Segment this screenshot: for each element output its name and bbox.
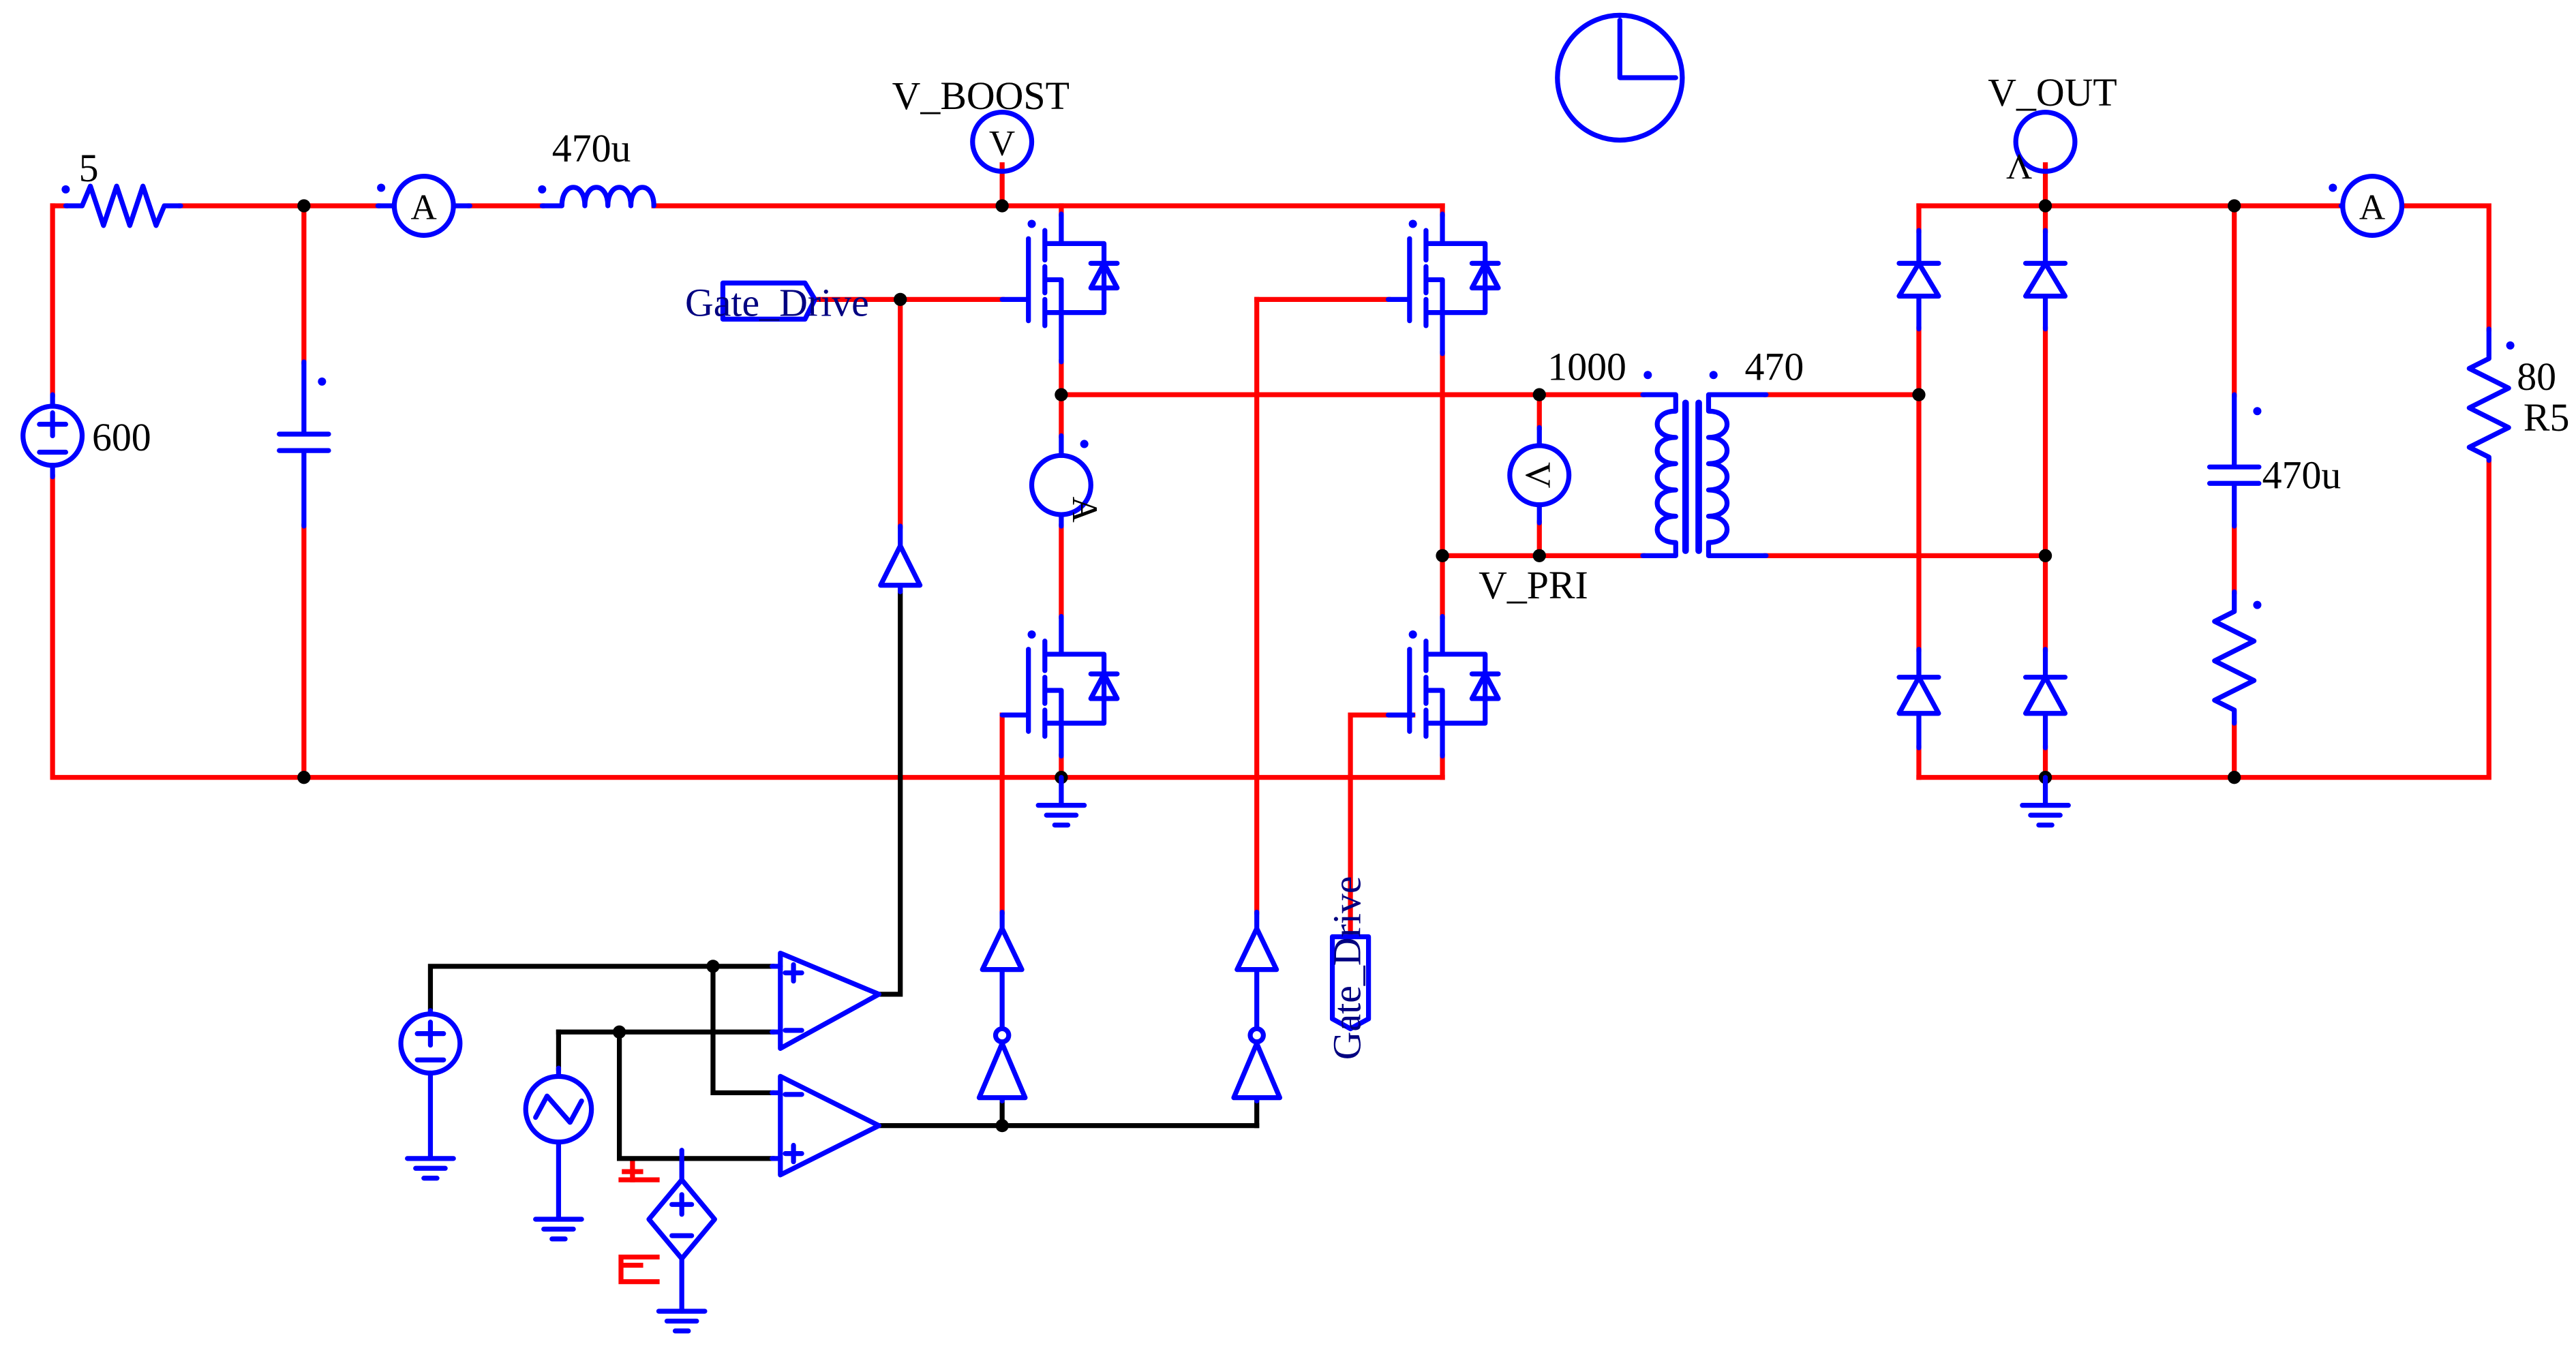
output-capacitor-label: 470u (2262, 453, 2342, 498)
ac-voltage-source-icon (523, 1065, 594, 1222)
clock-icon (1555, 12, 1685, 143)
dc-voltage-source-icon (20, 392, 85, 480)
diode-icon (2023, 228, 2068, 332)
mosfet-icon (1385, 211, 1501, 356)
load-resistor-name: R5 (2524, 395, 2570, 440)
not-gate-icon (976, 1026, 1028, 1104)
comparator-icon (770, 1073, 882, 1178)
bridge-ammeter-label: A (1065, 497, 1104, 523)
buffer-icon (1234, 909, 1279, 1030)
load-resistor-value: 80 (2517, 354, 2556, 399)
v-boost-label: V_BOOST (892, 74, 1070, 118)
ammeter-icon (1029, 433, 1093, 529)
output-ammeter-label: A (2359, 187, 2385, 227)
gate-drive-tag-left (720, 280, 818, 322)
voltmeter-icon (970, 109, 1035, 174)
capacitor-icon (2207, 392, 2262, 529)
ammeter-icon (2329, 173, 2405, 238)
v-out-label: V_OUT (1988, 70, 2117, 114)
ground-icon (1035, 775, 1087, 828)
boost-inductor-label: 470u (552, 126, 631, 170)
control-wires (427, 589, 1260, 1161)
gate-drive-tag-bottom (1329, 934, 1372, 1032)
buffer-icon (980, 909, 1025, 1030)
dc-voltage-source-icon (398, 1008, 463, 1161)
dependent-source-icon (622, 1148, 717, 1314)
buffer-icon (878, 523, 923, 594)
mosfet-icon (999, 211, 1120, 365)
mosfet-icon (1385, 613, 1501, 759)
primary-turns-label: 1000 (1547, 344, 1626, 388)
ground-icon (2020, 775, 2071, 828)
boost-voltmeter-symbol: V (989, 123, 1015, 163)
ammeter-icon (375, 173, 472, 238)
mosfet-icon (999, 613, 1120, 759)
comparator-icon (770, 950, 882, 1051)
voltmeter-icon (2013, 109, 2078, 174)
inductor-icon (538, 185, 656, 209)
power-wires (50, 162, 2491, 1285)
input-ammeter-label: A (411, 187, 437, 227)
ground-icon (533, 1217, 584, 1242)
transformer-icon (1640, 371, 1769, 558)
source-resistor-label: 5 (79, 146, 99, 190)
v-pri-label: V_PRI (1479, 563, 1588, 607)
not-gate-icon (1231, 1026, 1283, 1104)
resistor-icon (61, 183, 183, 228)
resistor-icon (2212, 589, 2262, 726)
junctions (297, 199, 2241, 1133)
output-voltmeter-symbol: V (2006, 147, 2032, 186)
secondary-turns-label: 470 (1745, 344, 1804, 388)
resistor-icon (2466, 326, 2515, 463)
diode-icon (2023, 647, 2068, 750)
primary-voltmeter-symbol: V (1518, 462, 1558, 488)
voltmeter-icon (1507, 425, 1572, 525)
capacitor-icon (277, 359, 331, 529)
v-source-label: 600 (92, 415, 151, 459)
gate-drive-label-bottom: Gate_Drive (1325, 876, 1369, 1060)
gate-drive-label-left: Gate_Drive (685, 280, 869, 324)
ground-icon (656, 1309, 708, 1334)
diode-icon (1896, 228, 1941, 332)
diode-icon (1896, 647, 1941, 750)
ground-icon (405, 1156, 456, 1181)
